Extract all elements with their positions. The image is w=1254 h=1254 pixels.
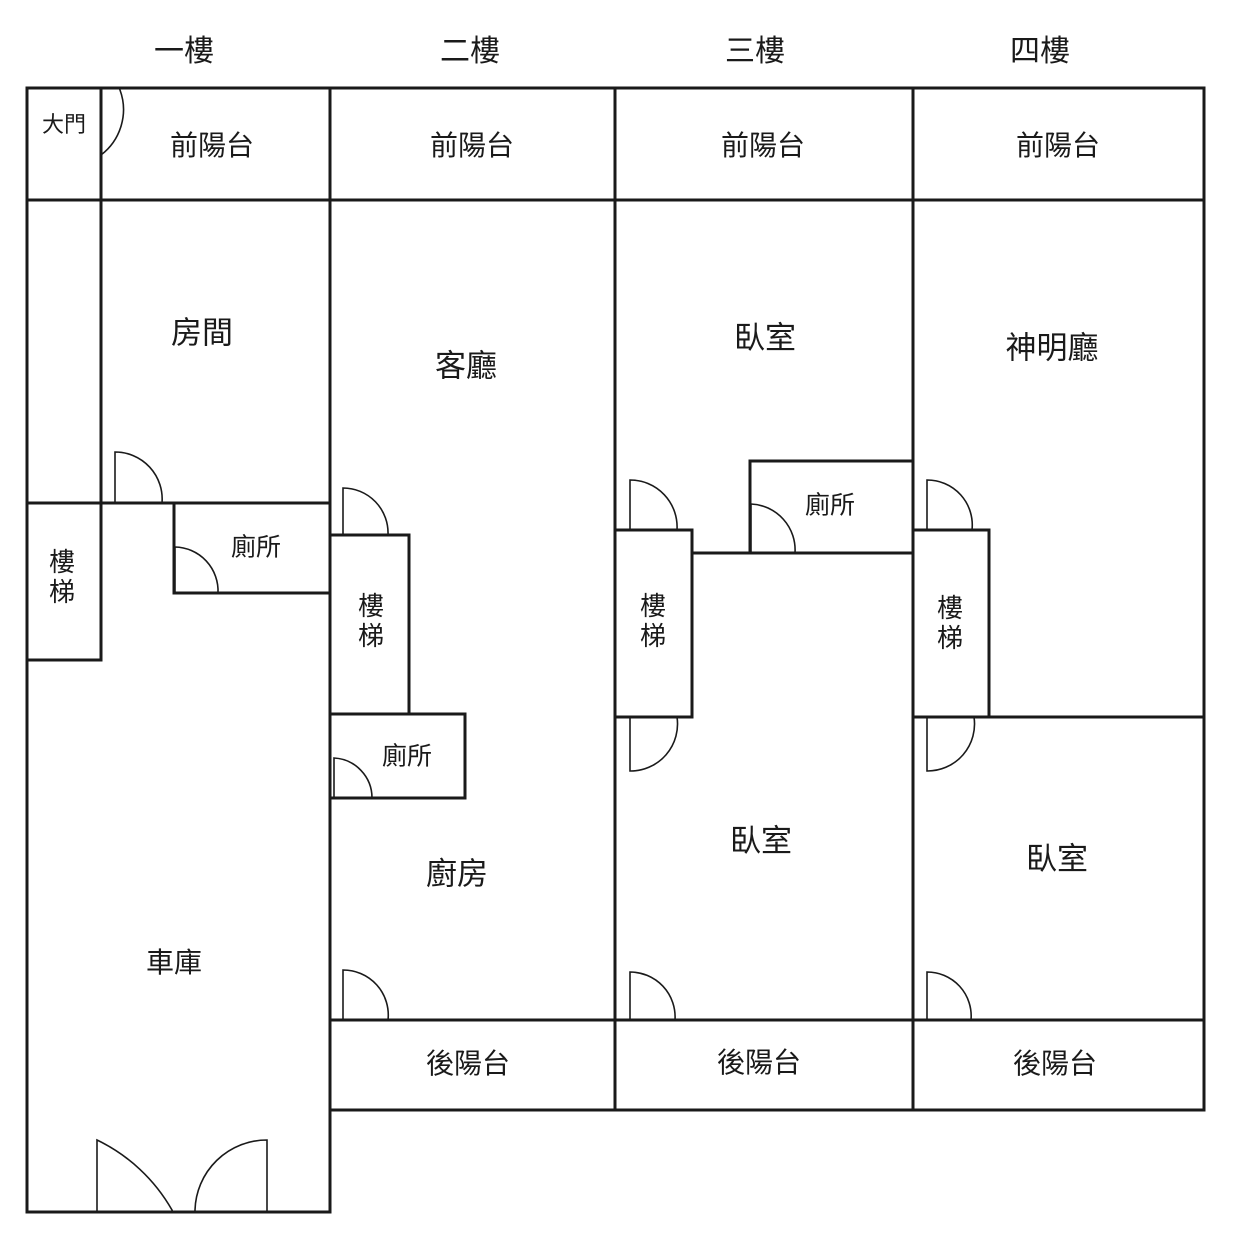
door-stairs-4f [926,479,974,531]
door-toilet-3f [750,503,796,554]
room-label-shrine-hall: 神明廳 [1005,330,1099,367]
floor-2-title: 二樓 [440,34,500,69]
room-label-toilet-1f: 廁所 [230,532,282,562]
room-label-bedroom-3f-front: 臥室 [734,320,796,357]
room-label-kitchen: 廚房 [426,856,488,893]
door-kitchen [342,969,390,1021]
door-gate [99,88,125,157]
floor-3-doors [629,479,796,1021]
room-label-stairs-3f: 樓梯 [639,592,666,652]
garage-door-left [96,1138,174,1213]
floor-4-walls [911,86,1206,1112]
room-label-bedroom-3f-rear: 臥室 [730,823,792,860]
room-label-room: 房間 [171,315,233,352]
room-label-garage: 車庫 [145,946,203,979]
floor-4-doors [926,479,976,1021]
door-bedroom-4f [926,716,976,772]
floor-1-walls [25,86,332,1214]
floor-1-doors [96,88,268,1213]
room-label-front-balcony-4f: 前陽台 [1015,129,1101,162]
room-label-toilet-3f: 廁所 [804,490,856,520]
room-label-front-balcony-1f: 前陽台 [169,129,255,162]
floor-3-walls [613,86,915,1112]
door-toilet-1f [174,546,219,594]
door-toilet-2f [333,757,373,799]
room-label-rear-balcony-4f: 後陽台 [1012,1047,1098,1080]
room-label-stairs-1f: 樓梯 [48,548,75,608]
room-label-stairs-2f: 樓梯 [357,592,384,652]
room-label-front-balcony-2f: 前陽台 [429,129,515,162]
floor-4-title: 四樓 [1010,34,1070,69]
door-stairs-3f-lower [629,716,679,772]
floor-1-title: 一樓 [154,34,214,69]
room-label-rear-balcony-2f: 後陽台 [425,1047,511,1080]
door-rear-balcony-4f [926,971,972,1021]
door-room [114,451,163,504]
room-label-gate: 大門 [41,113,87,138]
room-label-bedroom-4f: 臥室 [1026,841,1088,878]
floor-2-doors [333,487,390,1021]
door-stairs-3f [629,479,678,531]
floor-2-walls [328,86,617,1112]
room-label-front-balcony-3f: 前陽台 [720,129,806,162]
door-bedroom-3f [629,971,676,1021]
door-stairs-2f [342,487,389,536]
garage-door-right [194,1139,268,1213]
room-label-stairs-4f: 樓梯 [936,594,963,654]
room-label-living-room: 客廳 [435,348,497,385]
room-label-toilet-2f: 廁所 [381,741,433,771]
floor-3-title: 三樓 [725,34,785,69]
room-label-rear-balcony-3f: 後陽台 [716,1046,802,1079]
